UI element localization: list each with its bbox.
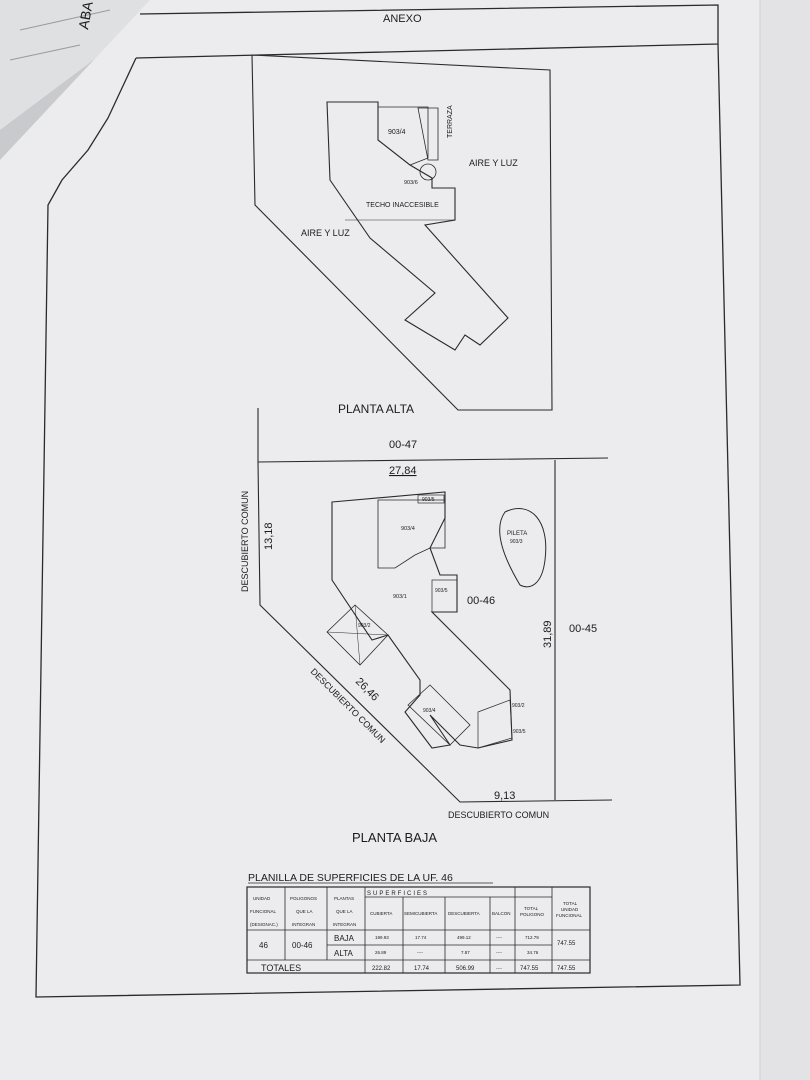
totales-semicubierta: 17.74 — [414, 966, 430, 972]
hdr-total-uf-1: TOTAL — [563, 901, 578, 906]
baja-balcon: ---- — [496, 935, 502, 940]
baja-descubierta: 499.12 — [457, 935, 471, 940]
baja-left-label: DESCUBIERTO COMUN — [240, 491, 250, 592]
hdr-plantas-1: PLANTAS — [334, 896, 354, 901]
baja-903-4-top: 903/4 — [401, 526, 415, 532]
planta-alta-plan — [251, 54, 553, 411]
hdr-plantas-2: QUE LA — [336, 909, 353, 914]
hdr-cubierta: CUBIERTA — [370, 911, 392, 916]
planta-baja-label: PLANTA BAJA — [352, 830, 437, 845]
baja-bottom-label: DESCUBIERTO COMUN — [448, 810, 549, 820]
planta-baja-plan — [257, 408, 613, 803]
alta-903-4: 903/4 — [388, 129, 406, 136]
row-total-uf: 747.55 — [557, 941, 576, 947]
totales-label: TOTALES — [261, 963, 301, 973]
baja-903-2-right: 903/2 — [512, 703, 525, 709]
baja-right-code: 00-45 — [569, 623, 597, 635]
alta-aire-luz-left: AIRE Y LUZ — [301, 228, 350, 238]
hdr-plantas-3: INTEGRAN — [333, 922, 356, 927]
baja-903-2: 903/2 — [358, 623, 371, 629]
hdr-poligonos-2: QUE LA — [296, 909, 313, 914]
baja-903-1: 903/1 — [393, 594, 407, 600]
baja-903-4-low: 903/4 — [423, 708, 436, 714]
planta-alta-label: PLANTA ALTA — [338, 402, 414, 416]
baja-top-code: 00-47 — [389, 439, 417, 451]
hdr-total-pol-2: POLIGONO — [520, 912, 545, 917]
totales-descubierta: 506.99 — [456, 966, 475, 972]
baja-top-dim: 27,84 — [389, 465, 417, 477]
baja-903-5-top: 903/5 — [422, 497, 435, 503]
hdr-total-uf-2: UNIDAD — [561, 907, 579, 912]
hdr-balcon: BALCON — [492, 911, 511, 916]
hdr-descubierta: DESCUBIERTA — [448, 911, 480, 916]
corner-stamp: ABA — [75, 0, 96, 31]
hdr-unidad-3: (DESIGNAC.) — [250, 922, 278, 927]
alta-semicubierta: ---- — [417, 950, 423, 955]
row-poligono: 00-46 — [292, 941, 313, 950]
totales-cubierta: 222.82 — [372, 966, 391, 972]
baja-pileta: PILETA — [507, 531, 527, 537]
alta-cubierta: 26.89 — [375, 950, 387, 955]
row-planta-alta: ALTA — [334, 949, 353, 958]
row-unidad: 46 — [259, 941, 268, 950]
drawing-frame — [35, 4, 741, 998]
baja-pileta-code: 903/3 — [510, 539, 523, 545]
hdr-total-uf-3: FUNCIONAL — [556, 913, 582, 918]
row-planta-baja: BAJA — [334, 934, 355, 943]
alta-techo: TECHO INACCESIBLE — [366, 202, 439, 209]
hdr-poligonos-1: POLIGONOS — [290, 896, 317, 901]
alta-balcon: ---- — [496, 950, 502, 955]
alta-aire-luz-right: AIRE Y LUZ — [469, 158, 518, 168]
baja-right-dim: 31,89 — [542, 620, 554, 648]
planilla-headers: UNIDAD FUNCIONAL (DESIGNAC.) POLIGONOS Q… — [250, 896, 582, 927]
sheet-title: ANEXO — [383, 13, 422, 25]
side-sheet — [760, 0, 810, 1080]
alta-903-6: 903/6 — [404, 180, 418, 186]
baja-bottom-dim: 9,13 — [494, 790, 515, 802]
planta-baja-lot — [257, 461, 613, 803]
hdr-semicubierta: SEMICUBIERTA — [404, 911, 437, 916]
baja-center-code: 00-46 — [467, 595, 495, 607]
totales-total-uf: 747.55 — [557, 966, 576, 972]
totales-balcon: ---- — [496, 966, 502, 971]
baja-cubierta: 199.93 — [375, 935, 389, 940]
hdr-unidad-2: FUNCIONAL — [250, 909, 276, 914]
baja-semicubierta: 17.74 — [415, 935, 427, 940]
baja-903-5-right: 903/5 — [513, 729, 526, 735]
hdr-total-pol-1: TOTAL — [524, 906, 539, 911]
hdr-unidad-1: UNIDAD — [253, 896, 271, 901]
baja-total: 712.79 — [525, 935, 539, 940]
planilla-superficies: SUPERFICIES — [367, 891, 429, 897]
alta-terraza: TERRAZA — [447, 105, 454, 138]
baja-903-5-mid: 903/5 — [435, 588, 448, 594]
planilla-title: PLANILLA DE SUPERFICIES DE LA UF. 46 — [248, 872, 453, 884]
planta-baja-building — [331, 491, 513, 749]
planilla-body: 46 00-46 BAJA ALTA 199.93 17.74 499.12 -… — [259, 934, 576, 973]
planta-alta-lot — [251, 54, 553, 411]
totales-total-poligono: 747.55 — [520, 966, 539, 972]
baja-left-dim: 13,18 — [263, 522, 275, 550]
hdr-poligonos-3: INTEGRAN — [292, 922, 315, 927]
alta-total: 34.76 — [527, 950, 539, 955]
planilla-table — [246, 886, 591, 974]
alta-descubierta: 7.87 — [461, 950, 470, 955]
